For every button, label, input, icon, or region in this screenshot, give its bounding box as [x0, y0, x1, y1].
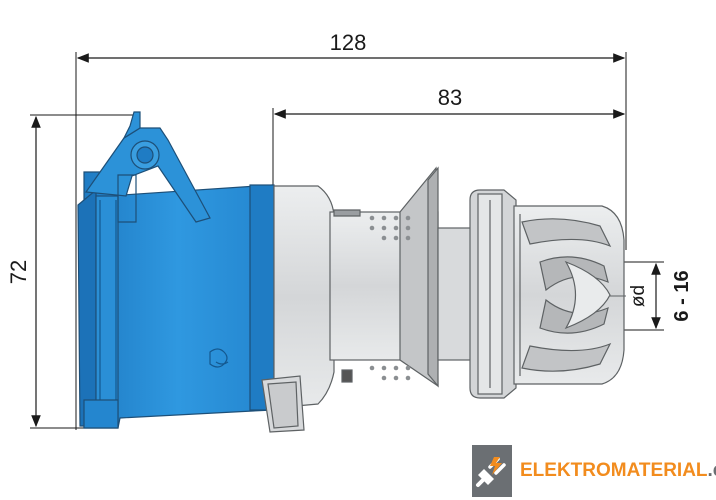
plug-lightning-icon	[472, 445, 512, 497]
brand-tld-text: .cz	[707, 460, 716, 481]
dimension-cable-diameter: ød 6 - 16	[610, 261, 693, 331]
dimension-height: 72	[6, 114, 140, 429]
brand-name: ELEKTROMATERIAL.cz	[520, 460, 716, 482]
dimension-label-diameter-range: 6 - 16	[671, 270, 693, 321]
grey-plug-body	[261, 166, 473, 433]
dimension-label-83: 83	[438, 85, 462, 110]
dimension-overall-length: 128	[75, 30, 627, 430]
blue-socket-housing	[77, 111, 275, 429]
dimension-label-diameter-symbol: ød	[628, 285, 649, 307]
cable-gland-nut	[469, 189, 625, 399]
dimension-label-128: 128	[330, 30, 367, 55]
brand-main-text: ELEKTROMATERIAL	[520, 460, 708, 481]
brand-logo[interactable]: ELEKTROMATERIAL.cz	[472, 445, 716, 497]
dimension-plug-length: 83	[272, 85, 626, 190]
dimension-label-72: 72	[6, 260, 31, 284]
